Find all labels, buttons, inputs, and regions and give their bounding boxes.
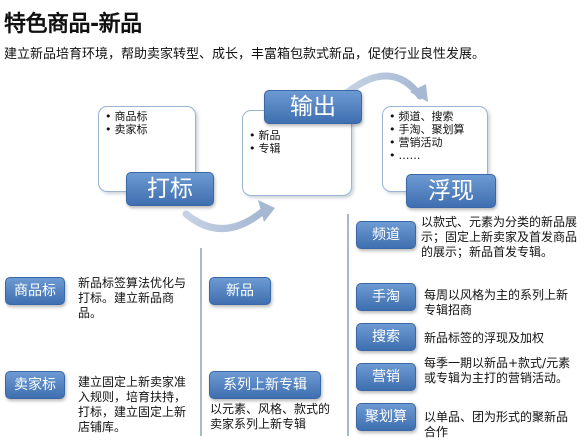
left-row-label: 卖家标 bbox=[5, 371, 65, 399]
arrow-mark-to-output-head bbox=[258, 200, 275, 222]
divider-right bbox=[347, 214, 349, 436]
right-row-desc: 每周以风格为主的系列上新专辑招商 bbox=[424, 288, 569, 317]
arrow-output-to-float bbox=[344, 72, 424, 100]
right-row-label: 手淘 bbox=[356, 283, 416, 311]
page-subtitle: 建立新品培育环境，帮助卖家转型、成长，丰富箱包款式新品，促使行业良性发展。 bbox=[4, 47, 486, 62]
float-item: 营销活动 bbox=[389, 136, 487, 149]
divider-left bbox=[200, 248, 202, 436]
left-row-desc: 新品标签算法优化与打标。建立新品商品。 bbox=[78, 276, 187, 320]
right-row-label: 频道 bbox=[356, 221, 416, 249]
output-item: 新品 bbox=[249, 129, 351, 142]
right-row-desc: 每季一期以新品+款式/元素或专辑为主打的营销活动。 bbox=[424, 356, 571, 385]
arrow-mark-to-output bbox=[182, 208, 266, 232]
float-item: 手淘、聚划算 bbox=[389, 123, 487, 136]
mark-label: 打标 bbox=[126, 172, 214, 206]
mid-row-label: 系列上新专辑 bbox=[209, 371, 321, 399]
float-label: 浮现 bbox=[406, 174, 496, 208]
output-item: 专辑 bbox=[249, 142, 351, 155]
right-row-desc: 新品标签的浮现及加权 bbox=[424, 331, 545, 345]
float-item: …… bbox=[389, 149, 487, 162]
arrow-output-to-float-head bbox=[410, 84, 428, 102]
mark-item: 卖家标 bbox=[105, 123, 195, 136]
mark-item: 商品标 bbox=[105, 110, 195, 123]
right-row-desc: 以款式、元素为分类的新品展示；固定上新卖家及首发商品的展示；新品首发专辑。 bbox=[421, 215, 578, 259]
right-row-desc: 以单品、团为形式的聚新品合作 bbox=[424, 410, 569, 439]
right-row-label: 聚划算 bbox=[356, 403, 416, 431]
page-title: 特色商品-新品 bbox=[4, 12, 142, 37]
right-row-label: 搜索 bbox=[356, 323, 416, 351]
right-row-label: 营销 bbox=[356, 363, 416, 391]
output-card: 新品 专辑 bbox=[242, 110, 352, 196]
mid-row-desc: 以元素、风格、款式的卖家系列上新专辑 bbox=[210, 402, 331, 431]
mid-row-label: 新品 bbox=[209, 277, 271, 305]
float-item: 频道、搜索 bbox=[389, 110, 487, 123]
output-label: 输出 bbox=[264, 90, 362, 124]
left-row-label: 商品标 bbox=[5, 277, 65, 305]
left-row-desc: 建立固定上新卖家准入规则，培育扶持，打标，建立固定上新店铺库。 bbox=[78, 375, 187, 434]
